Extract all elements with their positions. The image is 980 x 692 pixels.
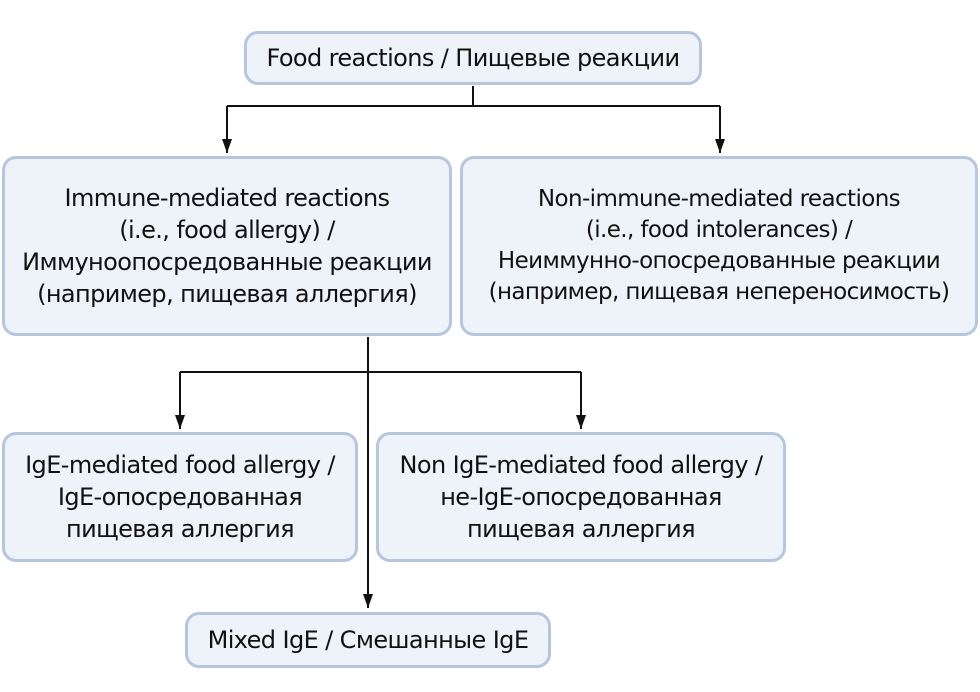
node-mixed-ige-text: Mixed IgE / Смешанные IgE xyxy=(208,624,529,656)
node-non-ige-mediated-text: Non IgE-mediated food allergy / не-IgE-оп… xyxy=(399,449,764,545)
node-text-line: пищевая аллергия xyxy=(466,515,696,544)
node-text-line: IgE-опосредованная xyxy=(57,482,303,511)
node-immune-mediated-text: Immune-mediated reactions (i.e., food all… xyxy=(22,182,432,311)
node-non-immune-mediated: Non-immune-mediated reactions (i.e., food… xyxy=(460,156,978,336)
node-text-line: IgE-mediated food allergy / xyxy=(25,450,335,479)
node-text-line: Non IgE-mediated food allergy / xyxy=(399,450,764,479)
node-text-line: Non-immune-mediated reactions xyxy=(537,186,901,213)
node-food-reactions-text: Food reactions / Пищевые реакции xyxy=(266,42,680,74)
node-food-reactions: Food reactions / Пищевые реакции xyxy=(244,31,702,85)
node-text-line: (например, пищевая непереносимость) xyxy=(488,278,950,305)
node-text-line: пищевая аллергия xyxy=(65,515,295,544)
node-text-line: Иммуноопосредованные реакции xyxy=(22,248,432,276)
node-non-ige-mediated: Non IgE-mediated food allergy / не-IgE-оп… xyxy=(376,432,786,562)
node-text-line: (i.e., food intolerances) / xyxy=(585,217,853,244)
node-mixed-ige: Mixed IgE / Смешанные IgE xyxy=(185,612,551,668)
node-non-immune-mediated-text: Non-immune-mediated reactions (i.e., food… xyxy=(489,184,950,307)
node-text-line: Mixed IgE / Смешанные IgE xyxy=(207,625,529,654)
node-text-line: не-IgE-опосредованная xyxy=(440,482,722,511)
node-text-line: Food reactions / Пищевые реакции xyxy=(266,43,680,72)
node-text-line: Неиммунно-опосредованные реакции xyxy=(497,248,941,274)
node-text-line: (например, пищевая аллергия) xyxy=(37,280,417,309)
node-text-line: (i.e., food allergy) / xyxy=(119,215,335,244)
node-immune-mediated: Immune-mediated reactions (i.e., food all… xyxy=(2,156,452,336)
node-text-line: Immune-mediated reactions xyxy=(64,183,391,212)
node-ige-mediated: IgE-mediated food allergy / IgE-опосредов… xyxy=(2,432,358,562)
node-ige-mediated-text: IgE-mediated food allergy / IgE-опосредов… xyxy=(25,449,335,545)
